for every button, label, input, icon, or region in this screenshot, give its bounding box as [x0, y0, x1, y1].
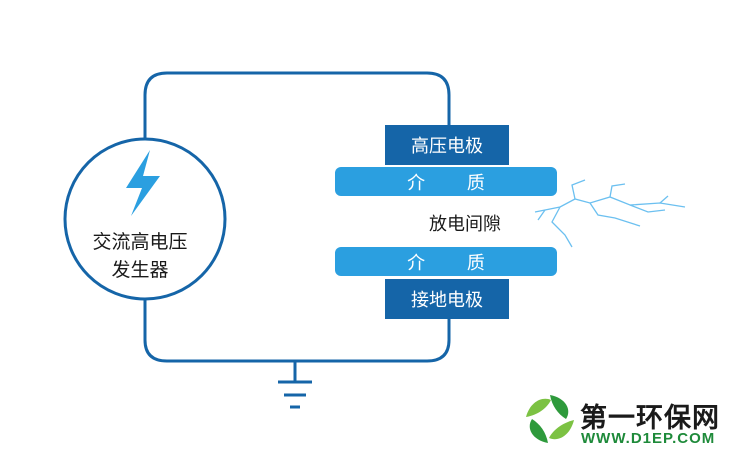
- dielectric-bottom: 介 质: [335, 247, 557, 276]
- generator-label-line2: 发生器: [111, 259, 169, 281]
- generator-label: 交流高电压 发生器: [75, 228, 205, 284]
- generator-label-line1: 交流高电压: [92, 231, 188, 253]
- generator-circle: [63, 137, 227, 301]
- lightning-bolt-icon: [126, 150, 160, 216]
- discharge-gap-label: 放电间隙: [429, 214, 501, 235]
- spark-icon: [534, 179, 686, 248]
- logo-name: 第一环保网: [580, 403, 720, 434]
- top-wire: [143, 71, 451, 140]
- logo-url: WWW.D1EP.COM: [581, 430, 716, 447]
- high-voltage-electrode: 高压电极: [385, 125, 509, 165]
- bottom-wire: [143, 300, 451, 363]
- dielectric-top: 介 质: [335, 167, 557, 196]
- ground-electrode: 接地电极: [385, 279, 509, 319]
- logo-icon: [526, 395, 574, 443]
